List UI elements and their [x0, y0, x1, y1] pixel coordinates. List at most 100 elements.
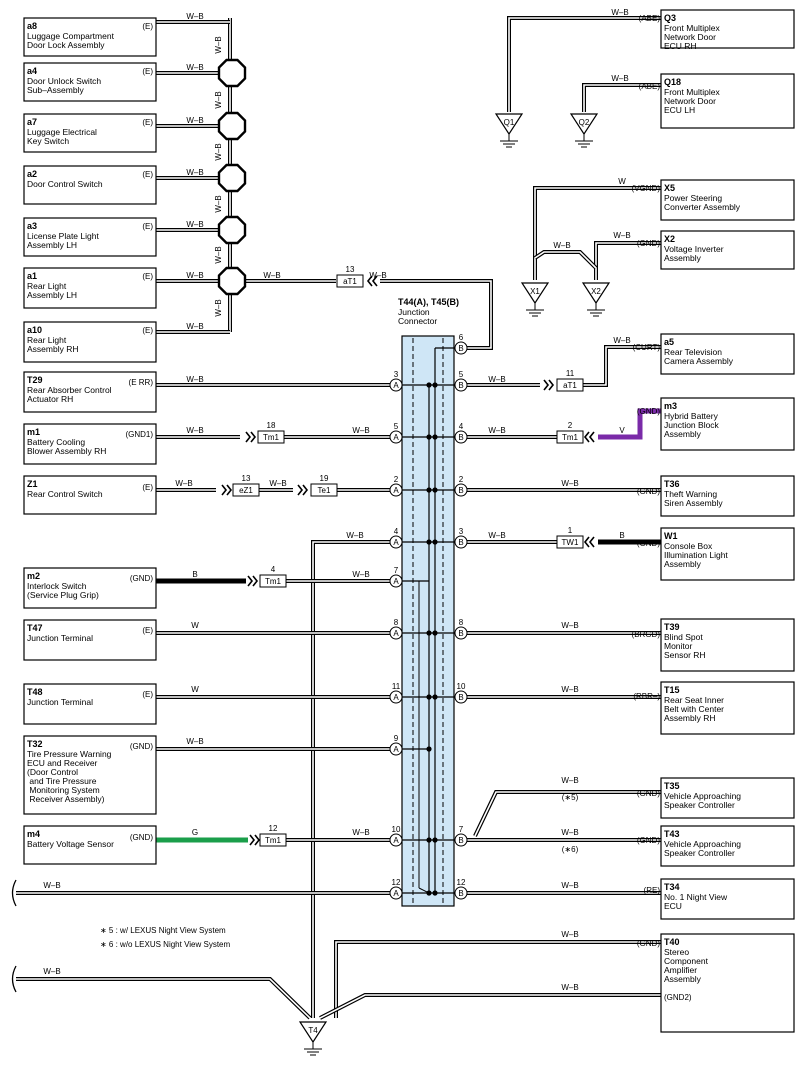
- wire-color-label: W–B: [369, 271, 386, 280]
- connector-Tm1-2-label: Tm1: [562, 433, 579, 442]
- chevron-icon: [221, 484, 228, 496]
- wire-Q3-Q1-fill: [508, 17, 661, 112]
- component-T32-code: T32: [27, 739, 43, 749]
- wire-color-label: W–B: [561, 621, 578, 630]
- pin-circle: [454, 341, 468, 355]
- pin-T36: (GND): [637, 487, 660, 496]
- pin-T34: (RE): [644, 886, 661, 895]
- connector-TW1-number: 1: [568, 526, 573, 535]
- pin-Q3: (ABE): [639, 14, 661, 23]
- pin-letter: B: [458, 629, 463, 638]
- component-Q3-code: Q3: [664, 13, 676, 23]
- pin-letter: A: [393, 836, 399, 845]
- chevron-icon: [249, 834, 256, 846]
- connector-Tm1-4-number: 4: [271, 565, 276, 574]
- pin-letter: A: [393, 381, 399, 390]
- component-T48-name: Junction Terminal: [27, 697, 93, 707]
- component-a7: [23, 113, 157, 153]
- component-T34-code: T34: [664, 882, 680, 892]
- connector-Tm1-12-number: 12: [269, 824, 278, 833]
- component-m1: [23, 423, 157, 465]
- component-a10: [23, 321, 157, 363]
- wire-color-label: W–B: [346, 531, 363, 540]
- wire-color-label: W–B: [611, 74, 628, 83]
- component-a5: [660, 333, 795, 375]
- component-T47: [23, 619, 157, 661]
- connector-Tm1-12-label: Tm1: [265, 836, 282, 845]
- component-a1: [23, 267, 157, 309]
- pin-m4: (GND): [130, 833, 153, 842]
- bus-wire-label: W–B: [214, 143, 223, 160]
- chevron-icon: [366, 275, 373, 287]
- pin-number: 10: [457, 682, 466, 691]
- pin-a10: (E): [142, 326, 153, 335]
- component-a8: [23, 17, 157, 57]
- connector-eZ1-label: eZ1: [239, 486, 253, 495]
- component-T43-code: T43: [664, 829, 680, 839]
- connector-aT1-13-number: 13: [346, 265, 355, 274]
- wire-X2-X2gnd-fill: [595, 242, 661, 280]
- chevron-icon: [371, 275, 378, 287]
- pin-circle: [389, 626, 403, 640]
- splice-octagon-icon: [217, 163, 247, 193]
- splice-octagon-icon: [217, 111, 247, 141]
- component-m2-code: m2: [27, 571, 40, 581]
- pin-number: 5: [394, 422, 399, 431]
- pin-circle: [389, 430, 403, 444]
- component-a10-code: a10: [27, 325, 42, 335]
- pin-T29: (E RR): [129, 378, 154, 387]
- wire-aT1-B6-fill: [380, 280, 492, 349]
- pin-letter: A: [393, 889, 399, 898]
- pin-number: 12: [392, 878, 401, 887]
- wire-color-label: W–B: [269, 479, 286, 488]
- bus-wire-label: W–B: [214, 299, 223, 316]
- chevron-icon: [226, 484, 233, 496]
- pin-T43: (GND): [637, 836, 660, 845]
- wire-color-label: W–B: [186, 168, 203, 177]
- pin-T35: (GND): [637, 789, 660, 798]
- bus-wire-label: W–B: [214, 91, 223, 108]
- pin-a2: (E): [142, 170, 153, 179]
- ground-triangle-icon: [520, 282, 550, 305]
- splice-dot: [432, 487, 438, 493]
- component-T29-code: T29: [27, 375, 43, 385]
- pin-number: 3: [459, 527, 464, 536]
- pin-letter: B: [458, 381, 463, 390]
- connector-Te1-label: Te1: [318, 486, 331, 495]
- pin-circle: [389, 886, 403, 900]
- pin-a8: (E): [142, 22, 153, 31]
- chevron-icon: [548, 379, 555, 391]
- component-a5-code: a5: [664, 337, 674, 347]
- wires-layer: [11, 16, 661, 1020]
- pin-number: 8: [459, 618, 464, 627]
- pin-number: 9: [394, 734, 399, 743]
- wire-color-label: W–B: [561, 776, 578, 785]
- pin-number: 3: [394, 370, 399, 379]
- component-m3: [660, 397, 795, 451]
- connector-Tm1-18-label: Tm1: [263, 433, 280, 442]
- component-T35: [660, 777, 795, 819]
- pin-letter: B: [458, 538, 463, 547]
- splice-dot: [432, 694, 438, 700]
- pin-a1: (E): [142, 272, 153, 281]
- component-m2: [23, 567, 157, 609]
- wire-color-label: W–B: [43, 967, 60, 976]
- component-W1: [660, 527, 795, 581]
- chevron-icon: [245, 431, 252, 443]
- wire-T40-gnd2-outline: [319, 993, 661, 1020]
- chevron-icon: [588, 536, 595, 548]
- pin-m2: (GND): [130, 574, 153, 583]
- pin-X5: (VGND): [632, 184, 661, 193]
- wire-color-label: W–B: [488, 375, 505, 384]
- component-m4-name: Battery Voltage Sensor: [27, 839, 114, 849]
- pin-T47: (E): [142, 626, 153, 635]
- pin-W1: (GND): [637, 539, 660, 548]
- pin-a7: (E): [142, 118, 153, 127]
- wire-color-label: W–B: [186, 322, 203, 331]
- pin-circle: [389, 833, 403, 847]
